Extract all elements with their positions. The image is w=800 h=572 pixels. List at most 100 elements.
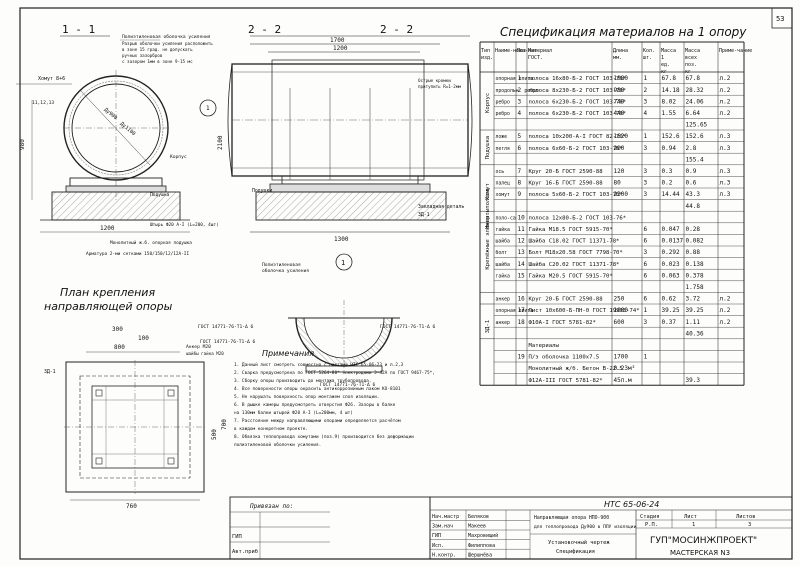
spec-cell-21-2: 18 <box>518 319 526 326</box>
spec-cell-3-8: л.2 <box>720 110 731 117</box>
spec-cell-6-4: 200 <box>614 145 625 152</box>
section-2-2-view: 2 - 2 2 - 2 1700 1200 1300 2100 Закладна… <box>86 23 473 257</box>
spec-cell-3-4: 440 <box>614 110 625 117</box>
spec-cell-0-1: опорная плита <box>496 77 534 82</box>
gost-weld-3: ГОСТ 14771-76-Т1-Δ 6 <box>200 339 256 345</box>
spec-cell-4-7: 125.65 <box>686 122 708 129</box>
spec-cell-13-2: 11 <box>518 226 526 233</box>
spec-cell-8-1: ось <box>496 170 505 175</box>
spec-cell-5-8: л.3 <box>720 133 731 140</box>
spec-cell-0-6: 67.8 <box>662 75 677 82</box>
spec-cell-16-7: 0.138 <box>686 261 704 268</box>
title-line-1: Направляющая опора НПО-900 <box>534 515 609 521</box>
sheet-value: 1 <box>692 522 695 528</box>
dim-100: 100 <box>138 335 149 342</box>
note-11: полиэтиленовой оболочки усиления. <box>234 441 321 448</box>
spec-cell-24-3: П/э оболочка 1100х7.5 <box>529 354 600 361</box>
spec-header-0-0: Тип <box>481 48 490 54</box>
spec-cell-8-7: 0.9 <box>686 168 697 175</box>
spec-group-8: Хомут <box>485 183 491 200</box>
spec-cell-15-1: болт <box>496 249 508 256</box>
dim-1200-left: 1200 <box>100 225 115 232</box>
spec-cell-5-3: полоса 10х200-А-I ГОСТ 82-70* <box>529 134 627 140</box>
spec-cell-0-2: 1 <box>518 75 522 82</box>
spec-header-6-3: кг <box>661 69 667 75</box>
spec-header-6-2: ед. <box>661 62 670 68</box>
spec-cell-22-7: 40.36 <box>686 330 704 337</box>
spec-cell-20-6: 39.25 <box>662 307 680 314</box>
svg-text:Разрыв оболочки усиления распо: Разрыв оболочки усиления расположить <box>122 41 213 46</box>
label-shtr: Штырь Ф20 А-I (L=200, 4шт) <box>150 222 219 228</box>
spec-header-4-1: мм. <box>613 55 622 61</box>
spec-cell-13-6: 0.047 <box>662 226 680 233</box>
spec-cell-8-8: л.3 <box>720 168 731 175</box>
plan-view: План крепления направляющей опоры 300 10… <box>44 286 228 510</box>
sheets-value: 3 <box>748 522 751 528</box>
spec-header-5-1: шт. <box>643 55 652 61</box>
spec-cell-17-6: 0.063 <box>662 272 680 279</box>
note-5: 5. Не нарушать поверхность опор монтажем… <box>234 394 379 400</box>
spec-header-7-3: кг <box>685 69 691 75</box>
svg-text:Ду900: Ду900 <box>103 107 118 121</box>
tb-role-1: Зам.нач <box>432 524 453 530</box>
spec-cell-20-5: 1 <box>644 307 648 314</box>
sheet-code: НТС 65-06-24 <box>604 500 659 509</box>
note-8: 7. Расстояние между направляющими опорам… <box>234 418 401 424</box>
spec-cell-19-2: 16 <box>518 296 526 303</box>
spec-cell-2-3: полоса 6х230-Б-2 ГОСТ 103-76* <box>529 99 627 105</box>
spec-cell-14-1: шайба <box>496 238 511 245</box>
label-clamp: Хомут 8+6 <box>38 76 65 82</box>
label-rail: Подушки <box>252 188 272 194</box>
label-zd: ЗД-1 <box>418 212 430 218</box>
spec-cell-12-2: 10 <box>518 214 526 221</box>
spec-cell-16-6: 0.023 <box>662 261 680 268</box>
spec-cell-5-2: 5 <box>518 133 522 140</box>
tb-role-4: Н.контр. <box>432 552 456 558</box>
spec-cell-5-4: 1620 <box>614 133 629 140</box>
spec-cell-26-7: 39.3 <box>686 377 701 384</box>
spec-cell-9-1: палец <box>496 182 511 187</box>
spec-cell-9-4: 80 <box>614 180 622 187</box>
spec-cell-19-5: 6 <box>644 296 648 303</box>
sheet-header: Лист <box>684 514 697 520</box>
spec-cell-7-7: 155.4 <box>686 156 704 163</box>
spec-cell-6-5: 3 <box>644 145 648 152</box>
dim-760: 760 <box>126 503 137 510</box>
spec-cell-3-2: 4 <box>518 110 522 117</box>
spec-group-13: Крепёжные элементы <box>485 208 491 269</box>
note-9: в каждом конкретном проекте. <box>234 427 308 432</box>
spec-cell-2-1: ребро <box>496 98 511 105</box>
spec-cell-10-7: 43.3 <box>686 191 701 198</box>
note-3: 3. Сборку опоры производить до монтажа т… <box>234 377 371 384</box>
spec-cell-19-4: 250 <box>614 296 625 303</box>
sheets-header: Листов <box>736 514 755 520</box>
spec-cell-3-6: 1.55 <box>662 110 677 117</box>
spec-cell-15-3: Болт М18х20.58 ГОСТ 7798-70* <box>529 250 623 256</box>
spec-header-4-0: Длина <box>613 48 628 54</box>
tb-name-0: Беляков <box>468 514 489 520</box>
svg-text:шайбы гайка М20: шайбы гайка М20 <box>186 351 224 356</box>
spec-header-6-0: Масса <box>661 48 676 54</box>
gost-weld-2: ГОСТ 14771-76-Т1-Δ 6 <box>380 324 436 330</box>
spec-cell-0-8: л.2 <box>720 75 731 82</box>
spec-cell-13-5: 6 <box>644 226 648 233</box>
svg-text:1: 1 <box>206 105 210 112</box>
spec-cell-2-8: л.2 <box>720 98 731 105</box>
spec-cell-1-5: 2 <box>644 87 648 94</box>
spec-cell-5-1: ложе <box>496 135 508 140</box>
spec-cell-26-4: 45п.м <box>614 377 632 384</box>
spec-cell-19-6: 0.62 <box>662 296 677 303</box>
tb-role-3: Исп. <box>432 543 444 549</box>
spec-cell-14-6: 0.0137 <box>662 238 684 245</box>
spec-cell-3-7: 6.64 <box>686 110 701 117</box>
spec-cell-2-2: 3 <box>518 98 522 105</box>
spec-cell-25-4: 0.23м³ <box>614 365 636 372</box>
spec-cell-24-4: 1700 <box>614 354 629 361</box>
svg-text:2 - 2: 2 - 2 <box>380 23 413 36</box>
spec-cell-15-2: 13 <box>518 249 526 256</box>
spec-cell-26-3: Ф12А-III ГОСТ 5781-82* <box>529 378 603 384</box>
spec-cell-16-1: шайба <box>496 261 511 268</box>
spec-cell-15-5: 3 <box>644 249 648 256</box>
spec-header-7-0: Масса <box>685 48 700 54</box>
